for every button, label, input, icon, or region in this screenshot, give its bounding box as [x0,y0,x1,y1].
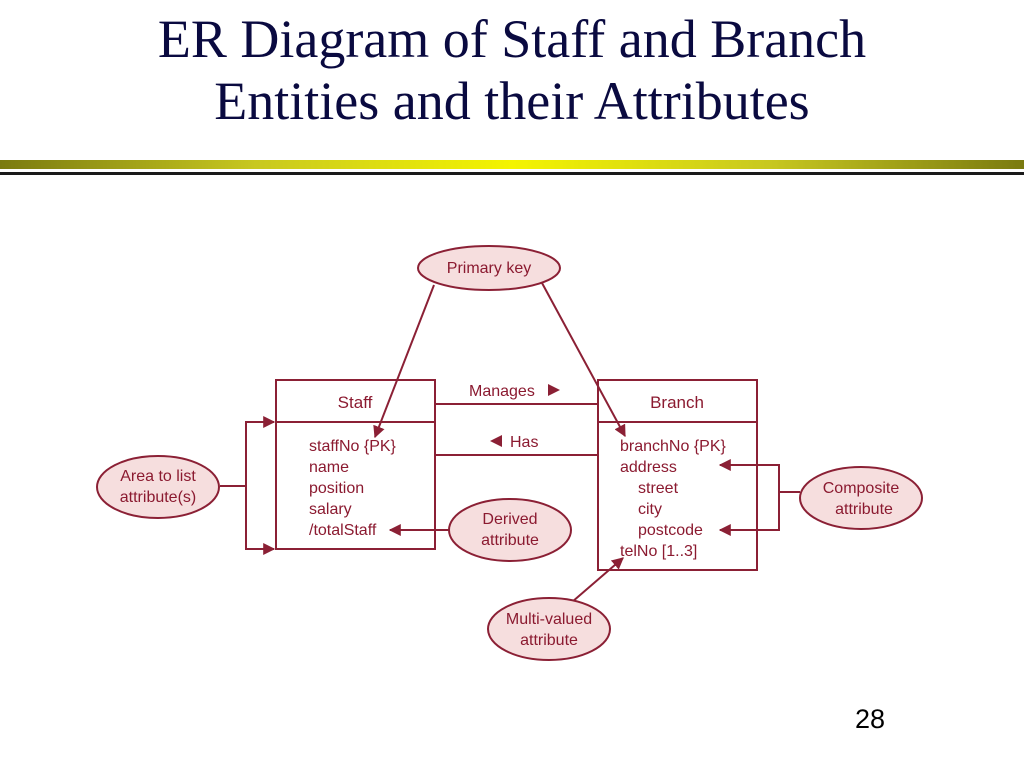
multi-valued-label-line2: attribute [520,632,578,649]
has-label: Has [510,434,538,451]
branch-entity-box [597,379,758,571]
branch-attribute: address [620,459,677,476]
branch-entity-name: Branch [650,393,704,412]
derived-label-line2: attribute [481,532,539,549]
composite-bracket-upper [718,459,800,493]
area-to-list-ellipse [96,455,220,519]
area-to-list-label-line2: attribute(s) [120,489,196,506]
slide-title: ER Diagram of Staff and Branch Entities … [0,8,1024,132]
composite-label-line1: Composite [823,480,900,497]
has-direction-icon [490,435,502,447]
staff-entity-name: Staff [338,393,373,412]
derived-label-line1: Derived [482,511,537,528]
branch-attribute: city [638,501,662,518]
title-rule-yellow [0,160,1024,169]
composite-bracket-lower [718,492,780,536]
staff-entity-box [275,379,436,550]
branch-attribute: street [638,480,679,497]
staff-attribute: staffNo {PK} [309,438,397,455]
title-line-1: ER Diagram of Staff and Branch [157,9,867,69]
title-rule-dark [0,172,1024,175]
branch-attribute: branchNo {PK} [620,438,727,455]
multi-valued-ellipse [487,597,611,661]
title-line-2: Entities and their Attributes [214,71,810,131]
staff-attribute: salary [309,501,352,518]
multi-valued-label-line1: Multi-valued [506,611,592,628]
derived-ellipse [448,498,572,562]
page-number: 28 [854,704,886,734]
primary-key-arrow-staff [373,284,435,439]
composite-ellipse [799,466,923,530]
area-to-list-bracket [220,416,276,487]
branch-attribute: postcode [638,522,703,539]
staff-attribute: position [309,480,364,497]
manages-direction-icon [548,384,560,396]
manages-label: Manages [469,383,535,400]
primary-key-arrow-branch [541,282,626,438]
staff-attribute: /totalStaff [309,522,377,539]
staff-attribute: name [309,459,349,476]
composite-label-line2: attribute [835,501,893,518]
area-to-list-bracket-lower [245,486,276,555]
primary-key-ellipse [417,245,561,291]
multi-valued-arrow [571,557,624,603]
branch-attribute: telNo [1..3] [620,543,697,560]
primary-key-label: Primary key [447,260,531,277]
area-to-list-label-line1: Area to list [120,468,196,485]
